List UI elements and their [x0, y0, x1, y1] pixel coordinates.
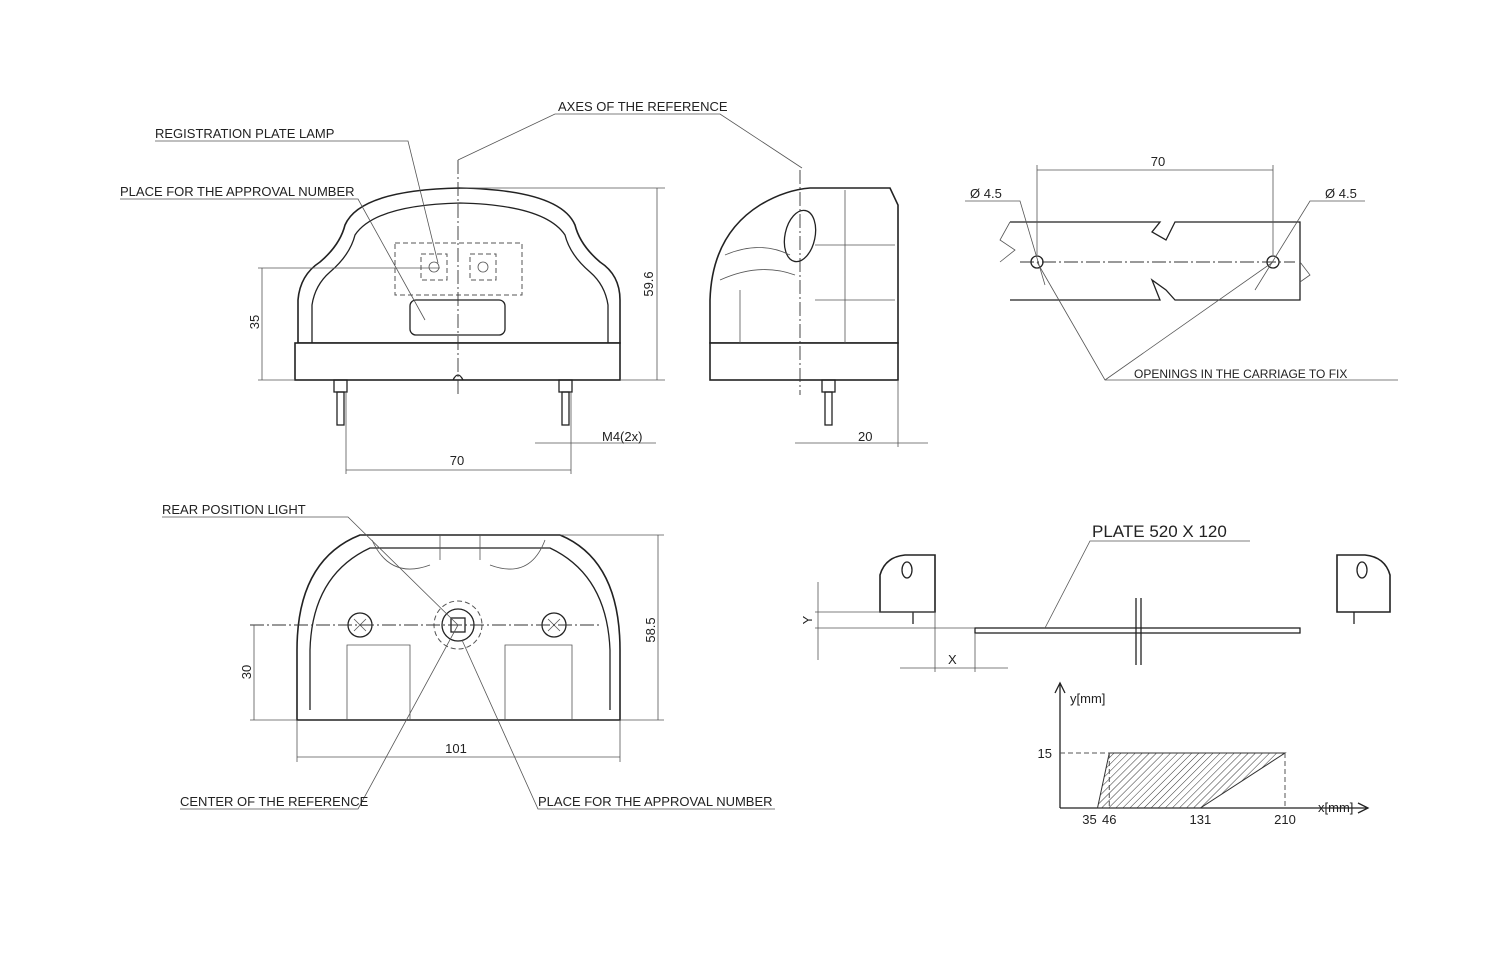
rear-outline: [296, 534, 621, 721]
nut-right: [558, 379, 573, 393]
dim-20: 20: [858, 429, 872, 444]
front-dome-outline: [297, 187, 621, 344]
label-approval-number-rear: PLACE FOR THE APPROVAL NUMBER: [538, 794, 773, 809]
dim-hole-right: Ø 4.5: [1325, 186, 1357, 201]
dim-y: Y: [800, 615, 815, 624]
chart-x-label: x[mm]: [1318, 800, 1353, 815]
side-bolt: [824, 391, 833, 426]
dim-70-front: 70: [450, 453, 464, 468]
label-rear-position-light: REAR POSITION LIGHT: [162, 502, 306, 517]
lamp-left-small: [879, 554, 936, 613]
label-openings: OPENINGS IN THE CARRIAGE TO FIX: [1134, 367, 1347, 381]
side-view: 20: [709, 170, 928, 447]
bolt-left: [336, 391, 345, 426]
lamp-square-left: [420, 253, 448, 281]
dim-hole-left: Ø 4.5: [970, 186, 1002, 201]
chart-x-tick: 131: [1190, 812, 1212, 827]
front-dome-inner: [311, 202, 609, 343]
dim-101: 101: [445, 741, 467, 756]
hole-right: [1266, 255, 1280, 269]
label-approval-number-front: PLACE FOR THE APPROVAL NUMBER: [120, 184, 355, 199]
hole-left: [1030, 255, 1044, 269]
side-outline: [709, 187, 899, 344]
tolerance-chart: y[mm] x[mm] 35 46 131 210 15: [1038, 681, 1370, 827]
lamp-right-small: [1336, 554, 1391, 613]
side-base: [709, 342, 899, 381]
nut-left: [333, 379, 348, 393]
label-axes-of-reference: AXES OF THE REFERENCE: [558, 99, 728, 114]
mounting-holes-view: 70 Ø 4.5 Ø 4.5 OPENINGS IN THE CARRIAGE …: [965, 154, 1398, 381]
tolerance-area: [1096, 752, 1287, 809]
chart-x-tick: 35: [1082, 812, 1096, 827]
lamp-area: [394, 242, 523, 296]
plate: [974, 627, 1301, 634]
rear-view: 30 58.5 101 REAR POSITION LIGHT CENTER O…: [162, 502, 775, 810]
plate-position-view: Y X PLATE 520 X 120: [800, 522, 1391, 672]
dim-x: X: [948, 652, 957, 667]
lamp-square-right: [469, 253, 497, 281]
front-base: [294, 342, 621, 381]
label-registration-plate-lamp: REGISTRATION PLATE LAMP: [155, 126, 334, 141]
dim-35: 35: [247, 315, 262, 329]
label-center-of-reference: CENTER OF THE REFERENCE: [180, 794, 369, 809]
chart-x-tick: 46: [1102, 812, 1116, 827]
dim-30: 30: [239, 665, 254, 679]
dim-59-6: 59.6: [641, 271, 656, 296]
dim-70-holes: 70: [1151, 154, 1165, 169]
chart-y-label: y[mm]: [1070, 691, 1105, 706]
lamp-right-center: [477, 261, 489, 273]
dim-58-5: 58.5: [643, 617, 658, 642]
lamp-left-center: [428, 261, 440, 273]
chart-y-tick: 15: [1038, 746, 1052, 761]
side-lens: [783, 209, 817, 263]
dim-thread: M4(2x): [602, 429, 642, 444]
chart-x-tick: 210: [1274, 812, 1296, 827]
approval-number-area: [409, 299, 506, 336]
front-view: 35 59.6 70 M4(2x) REGISTRATION PLATE LAM…: [120, 99, 803, 474]
bolt-right: [561, 391, 570, 426]
label-plate: PLATE 520 X 120: [1092, 522, 1227, 541]
